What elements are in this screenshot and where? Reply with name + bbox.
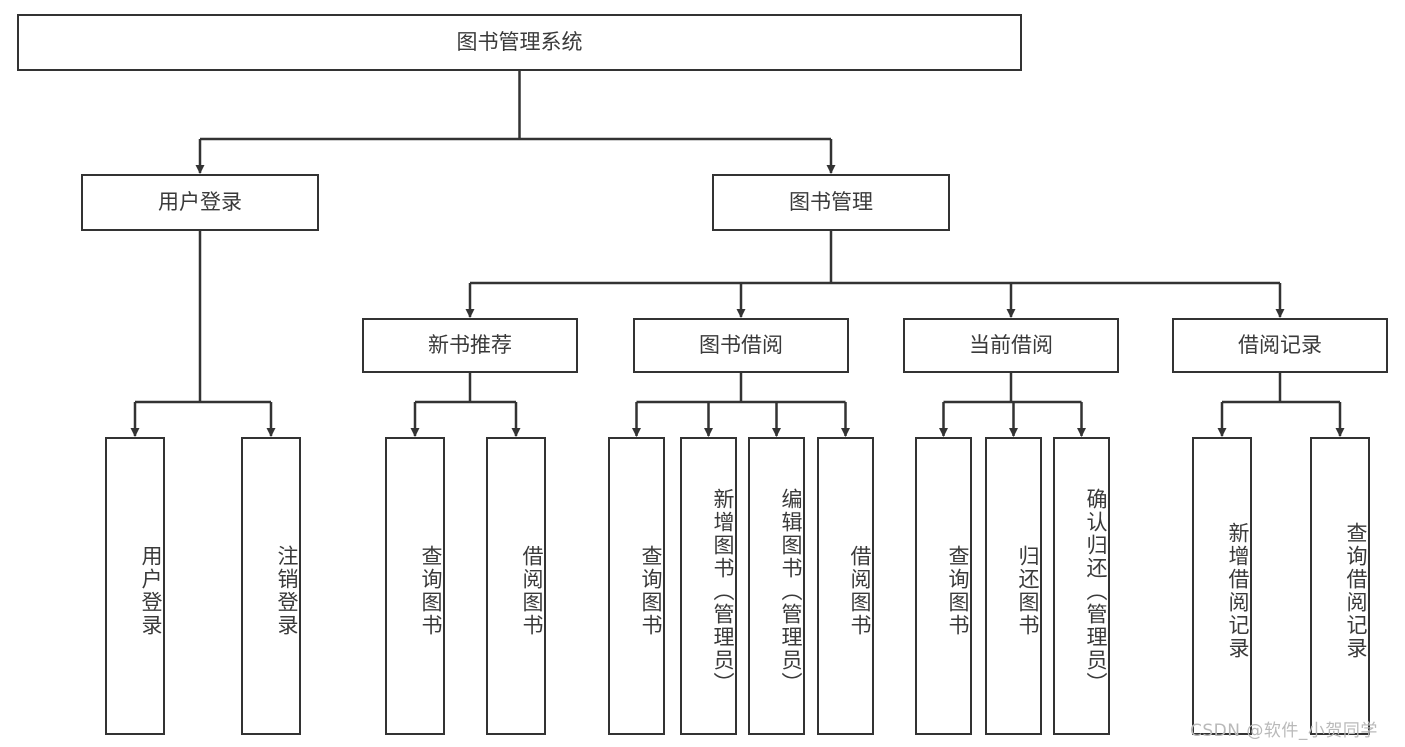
node-label: 查询借阅记录 — [1344, 522, 1368, 660]
watermark-text: CSDN @软件_小贺同学 — [1190, 721, 1378, 741]
node-label: 编辑图书（管理员） — [779, 487, 803, 695]
node-label: 借阅记录 — [1238, 333, 1322, 358]
node-leaf-add-record[interactable]: 新增借阅记录 — [1192, 437, 1252, 735]
node-label: 注销登录 — [275, 545, 299, 637]
node-label: 查询图书 — [639, 545, 663, 637]
node-user-login[interactable]: 用户登录 — [81, 174, 319, 231]
node-label: 新增借阅记录 — [1226, 522, 1250, 660]
node-label: 查询图书 — [946, 545, 970, 637]
node-label: 归还图书 — [1016, 545, 1040, 637]
node-leaf-query-book-3[interactable]: 查询图书 — [915, 437, 972, 735]
node-borrow-record[interactable]: 借阅记录 — [1172, 318, 1388, 373]
node-leaf-confirm-return[interactable]: 确认归还（管理员） — [1053, 437, 1110, 735]
node-label: 新增图书（管理员） — [711, 487, 735, 695]
node-label: 图书借阅 — [699, 333, 783, 358]
node-book-borrow[interactable]: 图书借阅 — [633, 318, 849, 373]
node-leaf-borrow-book-1[interactable]: 借阅图书 — [486, 437, 546, 735]
node-new-book-recommend[interactable]: 新书推荐 — [362, 318, 578, 373]
node-leaf-return-book[interactable]: 归还图书 — [985, 437, 1042, 735]
node-book-manage[interactable]: 图书管理 — [712, 174, 950, 231]
node-root[interactable]: 图书管理系统 — [17, 14, 1022, 71]
node-label: 借阅图书 — [848, 545, 872, 637]
node-label: 确认归还（管理员） — [1084, 487, 1108, 695]
node-leaf-query-book-2[interactable]: 查询图书 — [608, 437, 665, 735]
node-label: 用户登录 — [139, 545, 163, 637]
node-current-borrow[interactable]: 当前借阅 — [903, 318, 1119, 373]
node-label: 用户登录 — [158, 190, 242, 215]
edge-group — [130, 71, 1345, 437]
node-label: 图书管理 — [789, 190, 873, 215]
node-leaf-add-book-admin[interactable]: 新增图书（管理员） — [680, 437, 737, 735]
node-leaf-user-login[interactable]: 用户登录 — [105, 437, 165, 735]
node-leaf-edit-book-admin[interactable]: 编辑图书（管理员） — [748, 437, 805, 735]
node-leaf-logout-login[interactable]: 注销登录 — [241, 437, 301, 735]
node-label: 借阅图书 — [520, 545, 544, 637]
node-label: 图书管理系统 — [456, 30, 583, 55]
node-leaf-query-record[interactable]: 查询借阅记录 — [1310, 437, 1370, 735]
node-leaf-query-book-1[interactable]: 查询图书 — [385, 437, 445, 735]
node-label: 新书推荐 — [428, 333, 512, 358]
node-leaf-borrow-book-2[interactable]: 借阅图书 — [817, 437, 874, 735]
node-label: 当前借阅 — [969, 333, 1053, 358]
node-label: 查询图书 — [419, 545, 443, 637]
